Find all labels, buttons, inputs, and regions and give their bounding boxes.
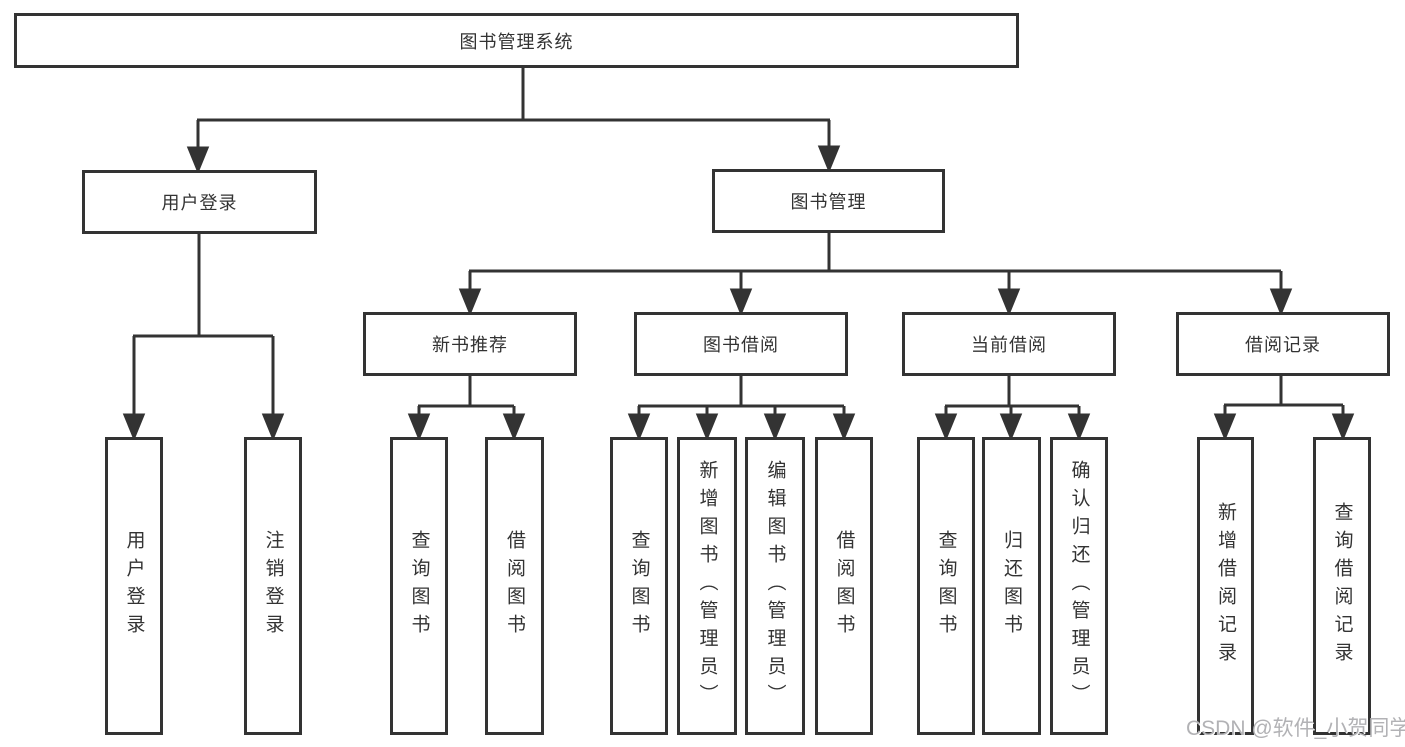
connector-borrow-record-branch [1213, 376, 1355, 441]
connector-current-borrow-branch [934, 376, 1091, 441]
node-leaf-query-book-3: 查询图书 [917, 437, 975, 735]
node-leaf-query-book-2: 查询图书 [610, 437, 668, 735]
node-leaf-confirm-return-admin: 确认归还（管理员） [1050, 437, 1108, 735]
connector-root-to-level2 [186, 68, 841, 174]
connector-book-management-branch [458, 233, 1293, 316]
connector-user-login-branch [122, 234, 285, 441]
csdn-watermark: CSDN @软件_小贺同学 [1186, 717, 1405, 740]
node-user-login: 用户登录 [82, 170, 317, 234]
node-leaf-logout: 注销登录 [244, 437, 302, 735]
node-current-borrow: 当前借阅 [902, 312, 1116, 376]
connector-new-book-branch [407, 376, 526, 441]
node-new-book-recommend: 新书推荐 [363, 312, 577, 376]
node-leaf-add-borrow-record: 新增借阅记录 [1197, 437, 1254, 735]
node-library-management-system: 图书管理系统 [14, 13, 1019, 68]
node-book-management: 图书管理 [712, 169, 945, 233]
node-leaf-add-book-admin: 新增图书（管理员） [677, 437, 737, 735]
node-leaf-edit-book-admin: 编辑图书（管理员） [745, 437, 805, 735]
node-leaf-borrow-book-1: 借阅图书 [485, 437, 544, 735]
connector-book-borrow-branch [627, 376, 856, 441]
node-leaf-query-book-1: 查询图书 [390, 437, 448, 735]
node-leaf-query-borrow-record: 查询借阅记录 [1313, 437, 1371, 735]
node-leaf-borrow-book-2: 借阅图书 [815, 437, 873, 735]
node-leaf-user-login: 用户登录 [105, 437, 163, 735]
node-leaf-return-book: 归还图书 [982, 437, 1041, 735]
node-book-borrow: 图书借阅 [634, 312, 848, 376]
node-borrow-records: 借阅记录 [1176, 312, 1390, 376]
